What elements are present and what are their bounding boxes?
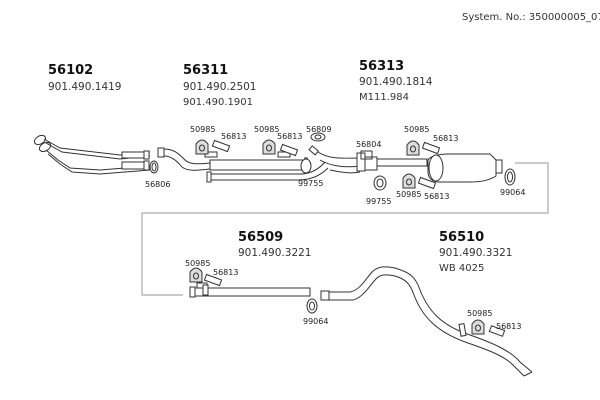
bracket-56813-f[interactable] bbox=[488, 325, 506, 337]
group-56313-line2: M111.984 bbox=[359, 92, 409, 103]
label-50985-b: 50985 bbox=[254, 125, 280, 134]
label-50985-f: 50985 bbox=[467, 309, 493, 318]
label-56806: 56806 bbox=[145, 180, 171, 189]
group-56510-line2: WB 4025 bbox=[439, 263, 485, 274]
label-56804: 56804 bbox=[356, 140, 382, 149]
label-56813-c: 56813 bbox=[433, 134, 459, 143]
group-56509-title: 56509 bbox=[238, 230, 284, 245]
clamp-99755-b[interactable] bbox=[373, 175, 387, 191]
label-56813-a: 56813 bbox=[221, 132, 247, 141]
group-56102-title: 56102 bbox=[48, 63, 94, 78]
rubber-mount-50985-d[interactable] bbox=[402, 173, 416, 189]
bracket-56813-a[interactable] bbox=[211, 139, 231, 153]
rubber-mount-50985-c[interactable] bbox=[406, 140, 420, 156]
rubber-mount-50985-b[interactable] bbox=[262, 139, 276, 155]
gasket-56809[interactable] bbox=[310, 132, 326, 142]
connector-line bbox=[141, 162, 549, 296]
label-99064-b: 99064 bbox=[303, 317, 329, 326]
label-56813-e: 56813 bbox=[213, 268, 239, 277]
label-56809: 56809 bbox=[306, 125, 332, 134]
intermediate-pipe-56509[interactable] bbox=[189, 282, 311, 298]
bracket-56813-c[interactable] bbox=[421, 141, 441, 155]
group-56510-line1: 901.490.3321 bbox=[439, 247, 513, 259]
label-99755-a: 99755 bbox=[298, 179, 324, 188]
clamp-99064-a[interactable] bbox=[504, 168, 516, 186]
rubber-mount-50985-a[interactable] bbox=[195, 139, 209, 155]
group-56311-title: 56311 bbox=[183, 63, 229, 78]
label-56813-d: 56813 bbox=[424, 192, 450, 201]
group-56313-title: 56313 bbox=[359, 59, 405, 74]
group-56510-title: 56510 bbox=[439, 230, 485, 245]
system-number: System. No.: 350000005_07 bbox=[462, 12, 600, 23]
middle-silencer-56311[interactable] bbox=[157, 147, 329, 183]
label-56813-f: 56813 bbox=[496, 322, 522, 331]
rubber-mount-50985-e[interactable] bbox=[189, 267, 203, 283]
label-50985-c: 50985 bbox=[404, 125, 430, 134]
bracket-56813-d[interactable] bbox=[417, 176, 437, 190]
label-99064-a: 99064 bbox=[500, 188, 526, 197]
group-56311-line1: 901.490.2501 bbox=[183, 81, 257, 93]
bracket-56804[interactable] bbox=[360, 150, 373, 160]
label-50985-e: 50985 bbox=[185, 259, 211, 268]
rubber-mount-50985-f[interactable] bbox=[471, 319, 485, 335]
front-pipe-56102[interactable] bbox=[33, 134, 151, 175]
label-56813-b: 56813 bbox=[277, 132, 303, 141]
label-50985-d: 50985 bbox=[396, 190, 422, 199]
bracket-56813-b[interactable] bbox=[279, 143, 299, 157]
group-56102-line1: 901.490.1419 bbox=[48, 81, 122, 93]
rear-silencer-56313[interactable] bbox=[308, 145, 503, 183]
label-99755-b: 99755 bbox=[366, 197, 392, 206]
group-56311-line2: 901.490.1901 bbox=[183, 97, 253, 108]
ring-56806[interactable] bbox=[149, 160, 159, 174]
group-56313-line1: 901.490.1814 bbox=[359, 76, 433, 88]
bracket-56813-e[interactable] bbox=[203, 273, 223, 287]
group-56509-line1: 901.490.3221 bbox=[238, 247, 312, 259]
clamp-99064-b[interactable] bbox=[306, 298, 318, 314]
clamp-99755-a[interactable] bbox=[300, 157, 312, 174]
tail-pipe-56510[interactable] bbox=[320, 266, 533, 377]
label-50985-a: 50985 bbox=[190, 125, 216, 134]
